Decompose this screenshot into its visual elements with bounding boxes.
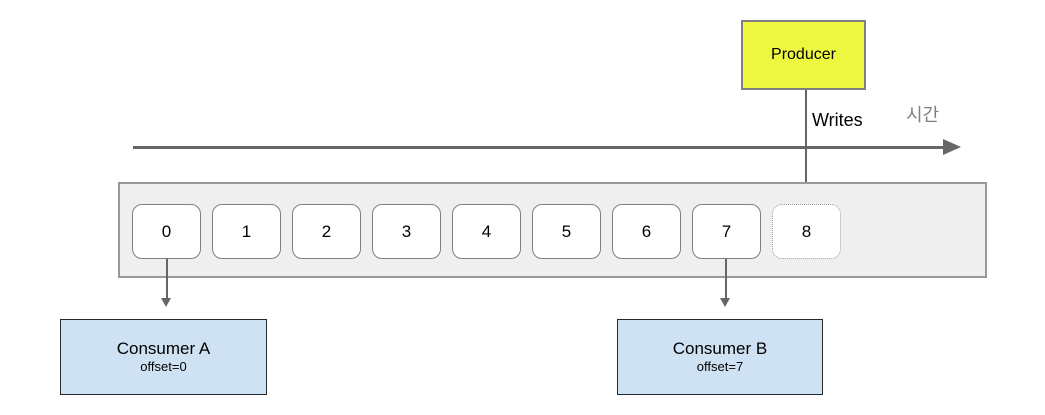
consumer-a-box: Consumer A offset=0 xyxy=(60,319,267,395)
timeline-arrowhead-icon xyxy=(943,139,961,155)
producer-write-arrow-line xyxy=(805,90,807,196)
consumer-a-arrow-line xyxy=(166,259,168,299)
consumer-b-box: Consumer B offset=7 xyxy=(617,319,823,395)
offset-cell-6: 6 xyxy=(612,204,681,259)
consumer-b-offset: offset=7 xyxy=(696,359,744,374)
time-label: 시간 xyxy=(906,105,940,125)
offset-cell-5: 5 xyxy=(532,204,601,259)
producer-box: Producer xyxy=(741,20,866,90)
offset-cell-4: 4 xyxy=(452,204,521,259)
writes-label: Writes xyxy=(812,110,863,130)
offset-cell-2: 2 xyxy=(292,204,361,259)
offset-cell-8-next: 8 xyxy=(772,204,841,259)
producer-label: Producer xyxy=(771,46,836,63)
consumer-a-arrowhead-icon xyxy=(161,298,171,307)
offset-cell-3: 3 xyxy=(372,204,441,259)
offset-cell-1: 1 xyxy=(212,204,281,259)
consumer-b-name: Consumer B xyxy=(672,339,768,358)
consumer-b-arrowhead-icon xyxy=(720,298,730,307)
offset-cell-0: 0 xyxy=(132,204,201,259)
consumer-a-offset: offset=0 xyxy=(140,359,187,374)
consumer-a-name: Consumer A xyxy=(116,339,211,358)
consumer-b-arrow-line xyxy=(725,259,727,299)
offset-cell-7: 7 xyxy=(692,204,761,259)
timeline-arrow-line xyxy=(133,146,945,149)
